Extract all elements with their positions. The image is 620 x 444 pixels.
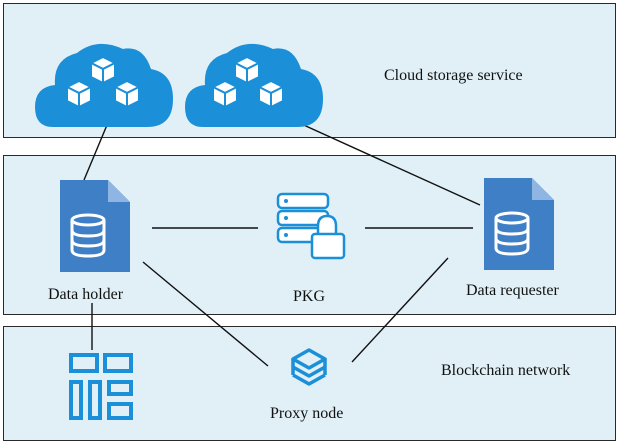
cloud-storage-icon [185, 43, 323, 127]
block-grid-icon [69, 353, 133, 420]
blockchain-layer-label: Blockchain network [441, 362, 571, 379]
proxy-node-label: Proxy node [270, 405, 344, 422]
link-holder-proxy [142, 261, 269, 367]
pkg-label: PKG [293, 288, 326, 305]
layered-stack-icon [291, 348, 327, 386]
data-holder-label: Data holder [48, 286, 124, 303]
cloud-storage-icon [35, 43, 173, 127]
locked-database-icon [276, 192, 346, 260]
link-cloud-requester [296, 121, 481, 206]
data-requester-label: Data requester [466, 282, 559, 299]
database-document-icon [60, 180, 130, 272]
cloud-layer-label: Cloud storage service [384, 67, 523, 84]
database-document-icon [484, 178, 554, 270]
link-requester-proxy [351, 257, 449, 363]
link-cloud-holder [83, 124, 108, 181]
